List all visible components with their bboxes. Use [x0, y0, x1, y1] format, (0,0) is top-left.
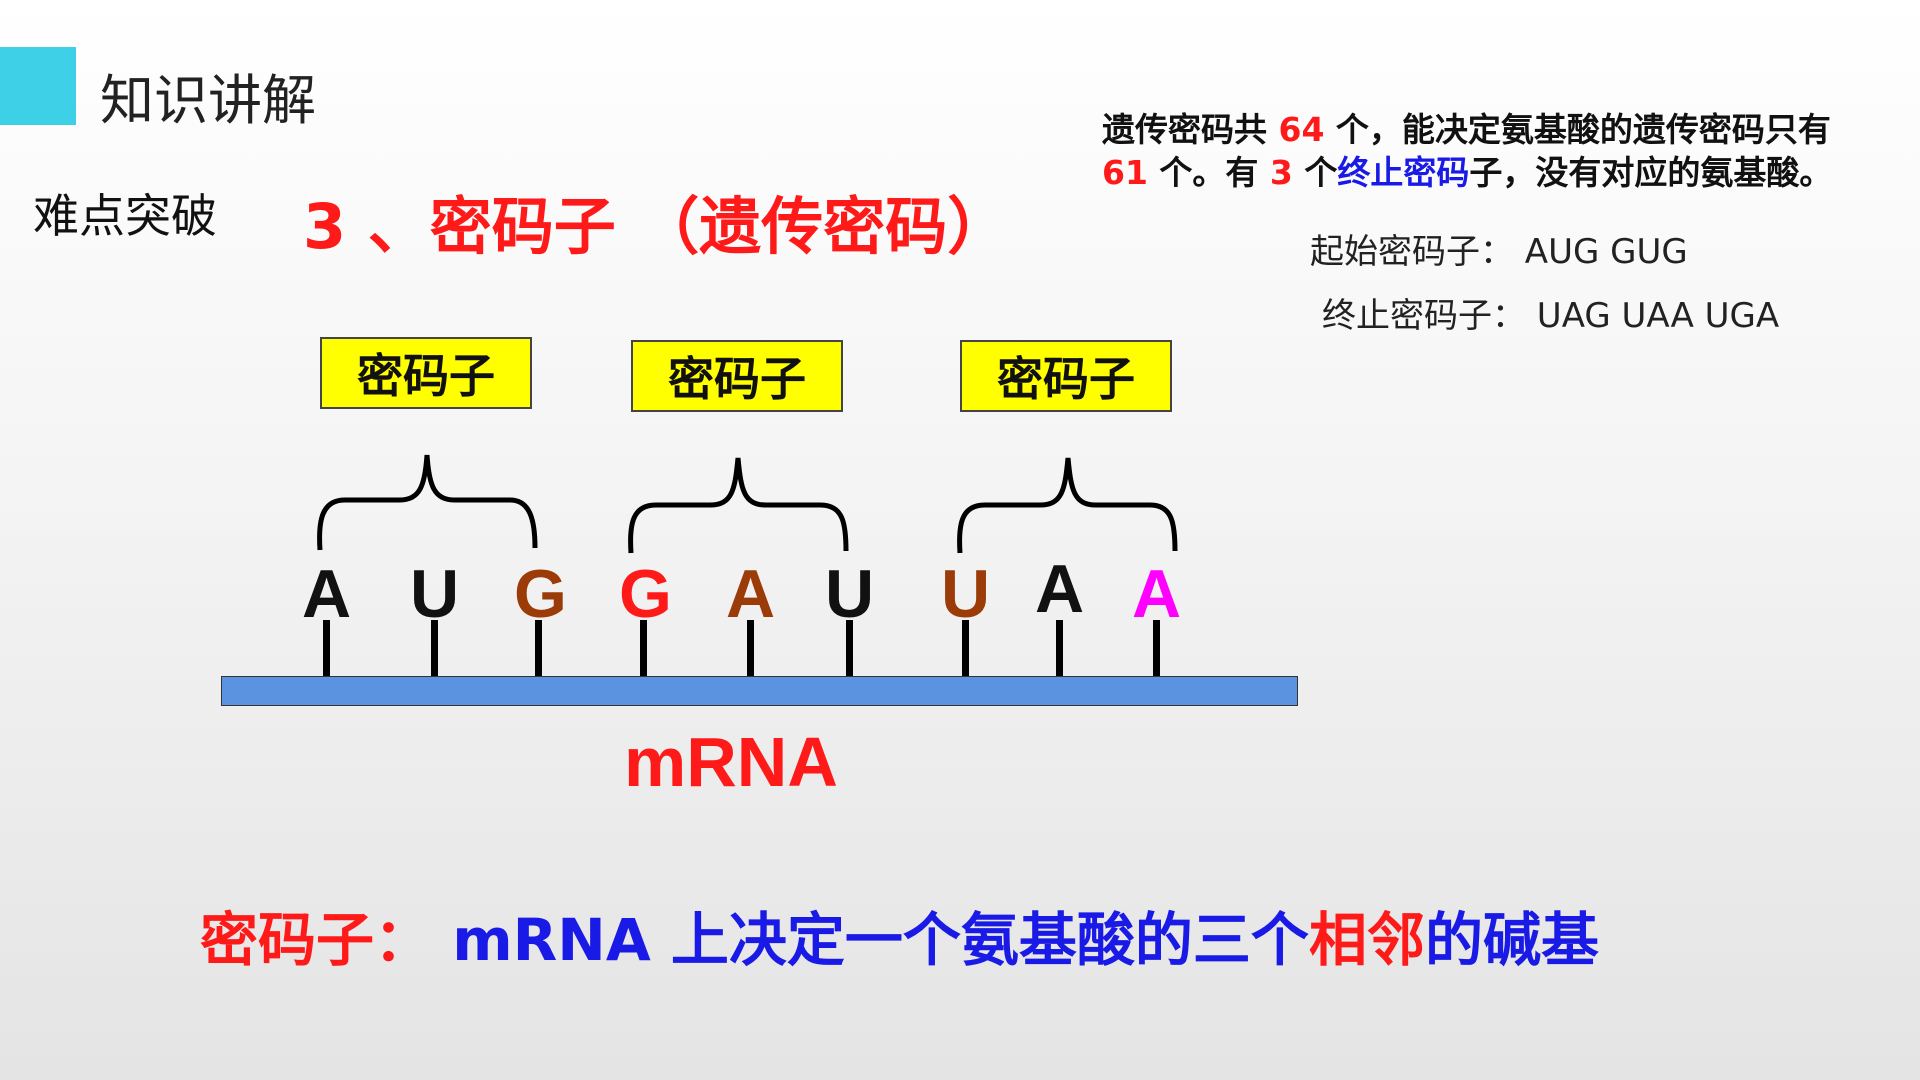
info-text: 遗传密码共 [1102, 110, 1279, 149]
stop-codons-line: 终止密码子： UAG UAA UGA [1322, 296, 1780, 336]
main-title: 3 、密码子 （遗传密码） [303, 190, 1010, 263]
base-letter: U [410, 556, 460, 632]
definition-highlight: 相邻 [1308, 906, 1425, 974]
base-letter: U [825, 556, 875, 632]
base-letter: A [302, 556, 352, 632]
info-number-3: 3 [1269, 153, 1293, 192]
info-number-61: 61 [1102, 153, 1148, 192]
codon-label-box: 密码子 [320, 337, 532, 409]
base-stem [535, 620, 542, 678]
base-stem [640, 620, 647, 678]
definition-term: 密码子： [200, 906, 433, 974]
info-paragraph: 遗传密码共 64 个，能决定氨基酸的遗传密码只有 61 个。有 3 个终止密码子… [1102, 108, 1862, 194]
base-letter: G [619, 556, 672, 632]
definition-text: 的碱基 [1424, 906, 1599, 974]
stop-codon-term: 终止密码 [1337, 153, 1470, 192]
codon-label-box: 密码子 [631, 340, 843, 412]
base-stem [846, 620, 853, 678]
base-stem [431, 620, 438, 678]
start-codons-line: 起始密码子： AUG GUG [1310, 232, 1688, 272]
base-stem [962, 620, 969, 678]
mrna-strand [221, 676, 1298, 706]
base-letter: U [941, 556, 991, 632]
definition: 密码子： mRNA 上决定一个氨基酸的三个相邻的碱基 [200, 893, 1599, 977]
base-stem [1153, 620, 1160, 678]
base-letter: A [1035, 551, 1085, 627]
codon-label-box: 密码子 [960, 340, 1172, 412]
accent-square [0, 47, 76, 125]
info-text: 个。有 [1147, 153, 1270, 192]
base-letter: G [514, 556, 567, 632]
info-number-64: 64 [1278, 110, 1325, 149]
sub-title: 难点突破 [33, 189, 217, 243]
info-text: 个 [1292, 153, 1338, 192]
base-letter: A [1132, 556, 1182, 632]
curly-brace [957, 457, 1178, 554]
curly-brace [317, 454, 538, 551]
curly-brace [628, 457, 849, 554]
definition-text: mRNA 上决定一个氨基酸的三个 [432, 906, 1309, 974]
base-stem [323, 620, 330, 678]
base-letter: A [726, 556, 776, 632]
base-stem [747, 620, 754, 678]
mrna-label: mRNA [624, 723, 838, 801]
info-text: 个，能决定氨基酸的遗传密码只有 [1324, 110, 1831, 149]
section-title: 知识讲解 [100, 69, 316, 132]
base-stem [1056, 620, 1063, 678]
info-text: 子，没有对应的氨基酸。 [1469, 153, 1833, 192]
